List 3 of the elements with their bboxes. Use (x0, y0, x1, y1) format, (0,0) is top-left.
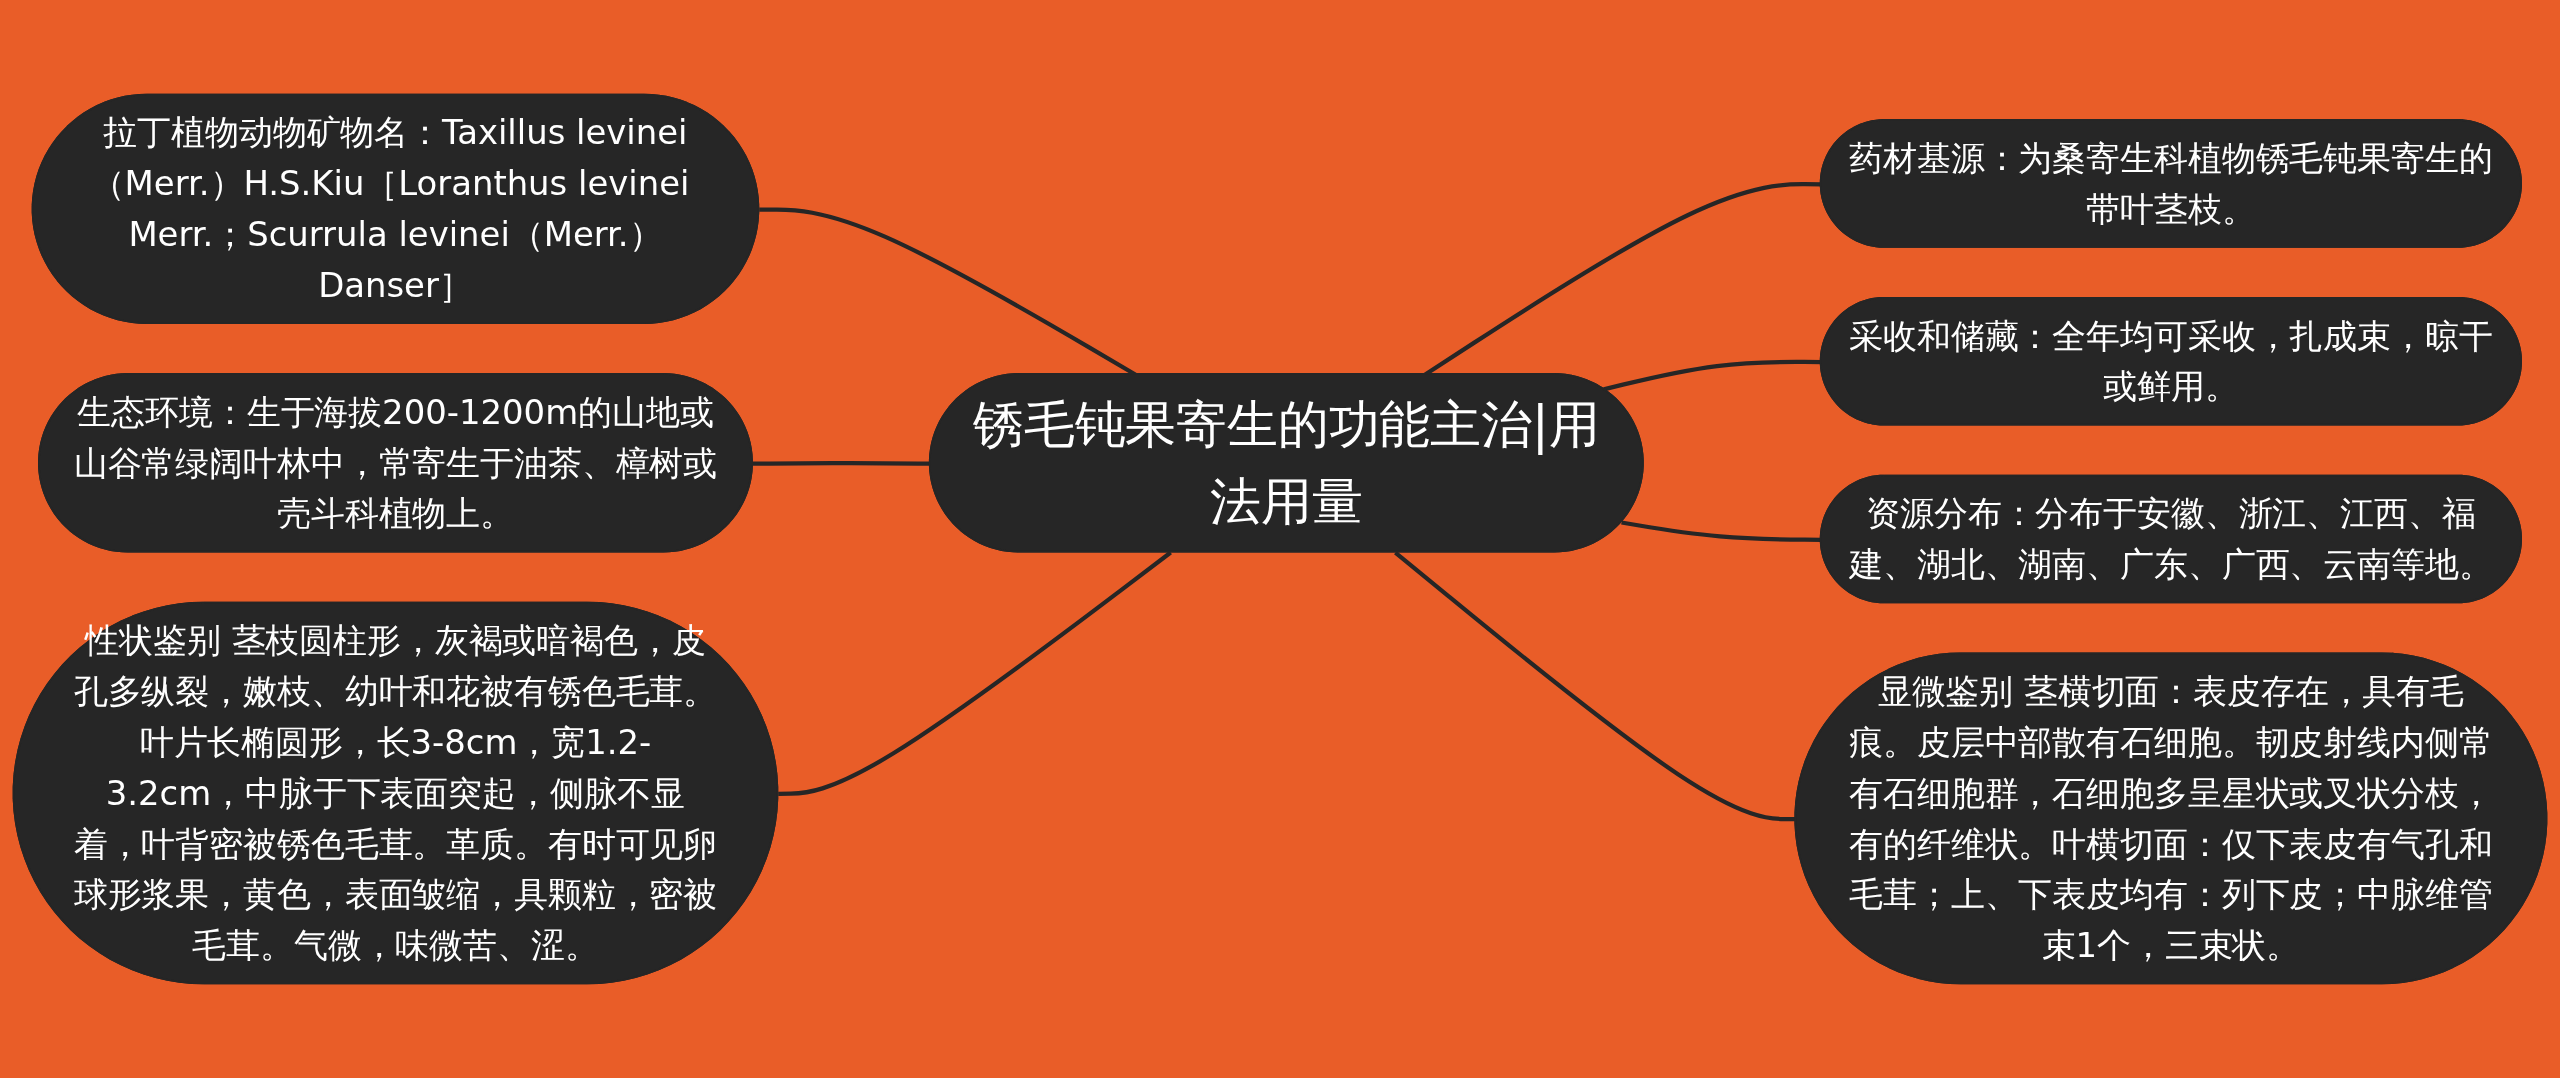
connector (1603, 359, 1822, 392)
connector (1621, 520, 1822, 542)
connector (778, 550, 1172, 796)
